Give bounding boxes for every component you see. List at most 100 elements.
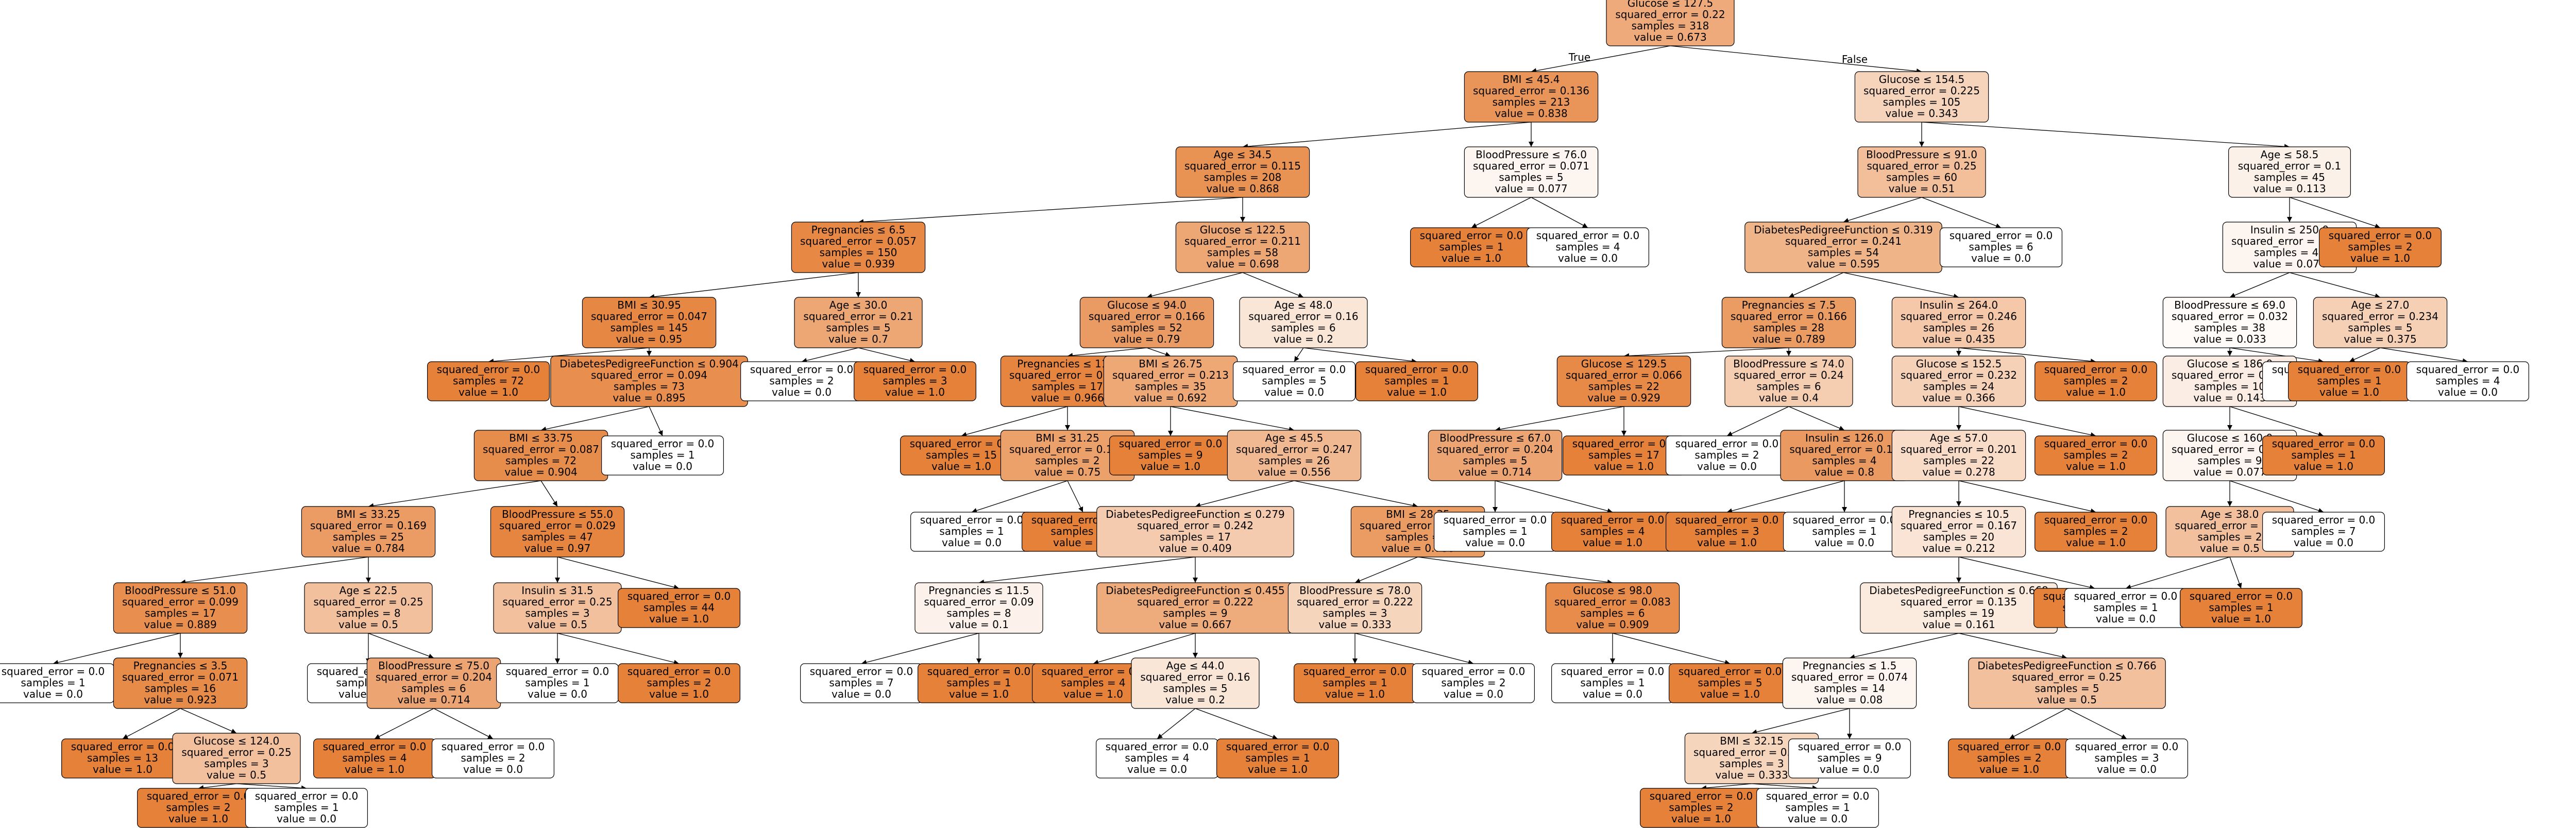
node-text-line: squared_error = 0.0 — [1675, 437, 1779, 450]
node-text-line: squared_error = 0.25 — [181, 746, 291, 758]
node-text-line: samples = 10 — [2194, 380, 2265, 393]
node-text-line: squared_error = 0.0 — [1561, 514, 1665, 526]
edge-arrowhead — [1529, 142, 1534, 147]
tree-edge — [53, 633, 181, 664]
node-text-line: samples = 105 — [1883, 96, 1961, 108]
node-text-line: squared_error = 0.213 — [1112, 369, 1229, 381]
node-text-line: Pregnancies ≤ 6.5 — [811, 224, 906, 236]
node-text-line: Glucose ≤ 127.5 — [1628, 0, 1713, 9]
node-text-line: Age ≤ 57.0 — [1930, 432, 1988, 444]
node-text-line: value = 1.0 — [949, 688, 1009, 700]
node-box — [1756, 788, 1879, 828]
node-text-line: value = 0.0 — [2097, 763, 2157, 775]
node-text-line: squared_error = 0.0 — [1303, 665, 1407, 678]
edge-arrowhead — [972, 508, 978, 513]
node-text-line: samples = 58 — [1207, 246, 1278, 259]
node-text-line: squared_error = 0.094 — [591, 369, 707, 381]
node-text-line: Age ≤ 48.0 — [1275, 299, 1333, 311]
tree-edge — [1958, 633, 2067, 658]
edge-arrowhead — [1168, 431, 1173, 436]
node-text-line: samples = 2 — [166, 801, 230, 814]
node-box — [1788, 738, 1911, 779]
tree-edge — [1354, 633, 1474, 664]
node-text-line: Glucose ≤ 154.5 — [1879, 73, 1964, 86]
node-text-line: samples = 17 — [1032, 380, 1103, 393]
node-box — [1940, 227, 2063, 267]
node-text-line: samples = 16 — [145, 682, 216, 695]
edge-arrowhead — [1157, 733, 1163, 739]
node-text-line: value = 0.0 — [1815, 536, 1874, 549]
node-text-line: samples = 208 — [1204, 171, 1282, 183]
node-text-line: value = 0.0 — [1127, 763, 1187, 775]
node-text-line: value = 0.0 — [1264, 386, 1324, 398]
node-text-line: squared_error = 0.25 — [313, 596, 423, 608]
tree-edge — [1067, 480, 1083, 513]
node-text-line: value = 0.5 — [207, 769, 266, 781]
node-text-line: DiabetesPedigreeFunction ≤ 0.319 — [1754, 224, 1933, 236]
node-text-line: squared_error = 0.0 — [1536, 229, 1640, 242]
node-text-line: value = 1.0 — [931, 460, 991, 472]
tree-edge — [1195, 708, 1278, 739]
node-text-line: value = 1.0 — [1063, 688, 1123, 700]
node-text-line: value = 0.0 — [633, 460, 692, 472]
edge-arrowhead — [2317, 432, 2324, 437]
node-text-line: samples = 5 — [1262, 375, 1326, 387]
node-text-line: squared_error = 0.21 — [803, 310, 913, 323]
node-text-line: value = 0.595 — [1807, 258, 1879, 270]
tree-edge — [1531, 45, 1671, 72]
node-text-line: squared_error = 0.232 — [1901, 369, 2017, 381]
node-text-line: squared_error = 0.0 — [2272, 437, 2376, 450]
node-text-line: squared_error = 0.0 — [2044, 514, 2148, 526]
node-text-line: squared_error = 0.0 — [750, 363, 854, 376]
node-text-line: squared_error = 0.0 — [2074, 590, 2178, 602]
node-text-line: BloodPressure ≤ 51.0 — [125, 584, 236, 597]
node-box — [2313, 297, 2448, 348]
node-box — [1227, 430, 1362, 481]
node-text-line: samples = 4 — [1812, 454, 1876, 467]
node-text-line: value = 0.904 — [504, 466, 577, 478]
node-text-line: squared_error = 0.0 — [1650, 790, 1753, 802]
tree-edge — [2349, 347, 2381, 362]
edge-arrowhead — [1995, 223, 2001, 229]
node-box — [2162, 297, 2297, 348]
node-text-line: squared_error = 0.0 — [927, 665, 1031, 678]
node-text-line: value = 0.0 — [463, 763, 523, 775]
node-text-line: DiabetesPedigreeFunction ≤ 0.455 — [1106, 584, 1285, 597]
tree-edge — [1623, 347, 1789, 357]
node-box — [1891, 356, 2026, 407]
edge-arrowhead — [647, 351, 652, 356]
tree-edge — [1788, 406, 1845, 431]
node-text-line: samples = 1 — [1245, 752, 1310, 764]
node-text-line: squared_error = 0.241 — [1785, 235, 1902, 247]
node-text-line: samples = 72 — [505, 454, 577, 467]
node-text-line: value = 1.0 — [1697, 536, 1757, 549]
node-text-line: samples = 2 — [647, 677, 711, 689]
node-text-line: value = 0.0 — [942, 536, 1002, 549]
node-text-line: value = 0.868 — [1206, 182, 1279, 195]
node-box — [1096, 506, 1294, 557]
node-text-line: samples = 4 — [1125, 752, 1189, 764]
edge-arrowhead — [1956, 425, 1961, 430]
node-text-line: samples = 44 — [643, 601, 715, 614]
node-text-line: value = 0.033 — [2193, 333, 2266, 345]
tree-edge — [1612, 633, 1731, 664]
node-text-line: samples = 9 — [1163, 607, 1227, 619]
